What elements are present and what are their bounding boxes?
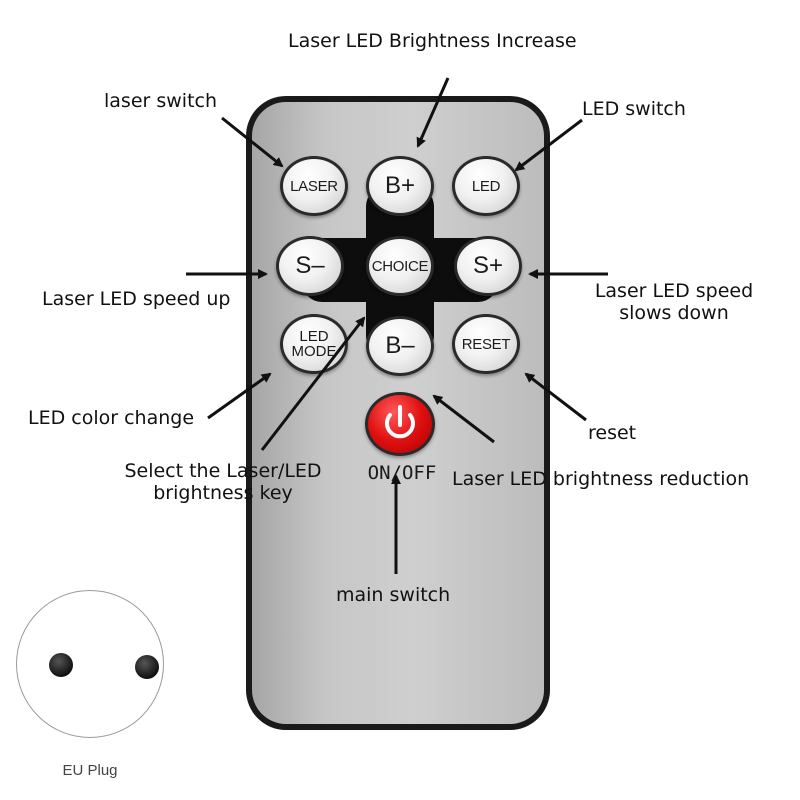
label-color-change: LED color change [28, 407, 195, 429]
label-speed-down-line2: slows down [619, 302, 729, 324]
label-reset: reset [588, 422, 637, 444]
led-mode-button[interactable]: LED MODE [280, 314, 348, 374]
label-speed-down-line1: Laser LED speed [594, 280, 754, 302]
plug-caption: EU Plug [62, 762, 118, 779]
choice-button[interactable]: CHOICE [366, 236, 434, 296]
plug-pin-left [49, 653, 73, 677]
label-led-switch: LED switch [582, 98, 686, 120]
brightness-increase-button[interactable]: B+ [366, 156, 434, 216]
label-select-key-line2: brightness key [153, 482, 293, 504]
speed-plus-button[interactable]: S+ [454, 236, 522, 296]
label-speed-up: Laser LED speed up [42, 288, 231, 310]
label-laser-switch: laser switch [104, 90, 218, 112]
laser-button[interactable]: LASER [280, 156, 348, 216]
power-label: ON/OFF [367, 462, 437, 484]
reset-button[interactable]: RESET [452, 314, 520, 374]
label-main-switch: main switch [336, 584, 451, 606]
led-button[interactable]: LED [452, 156, 520, 216]
plug-pin-right [135, 655, 159, 679]
brightness-decrease-button[interactable]: B– [366, 316, 434, 376]
power-button[interactable] [365, 392, 435, 456]
eu-plug [16, 590, 164, 738]
speed-minus-button[interactable]: S– [276, 236, 344, 296]
label-brightness-reduction: Laser LED brightness reduction [452, 468, 750, 490]
label-select-key: Select the Laser/LED brightness key [108, 460, 338, 504]
power-icon [385, 405, 415, 439]
label-select-key-line1: Select the Laser/LED [124, 460, 322, 482]
label-speed-down: Laser LED speed slows down [588, 280, 760, 324]
label-brightness-increase: Laser LED Brightness Increase [288, 30, 577, 52]
